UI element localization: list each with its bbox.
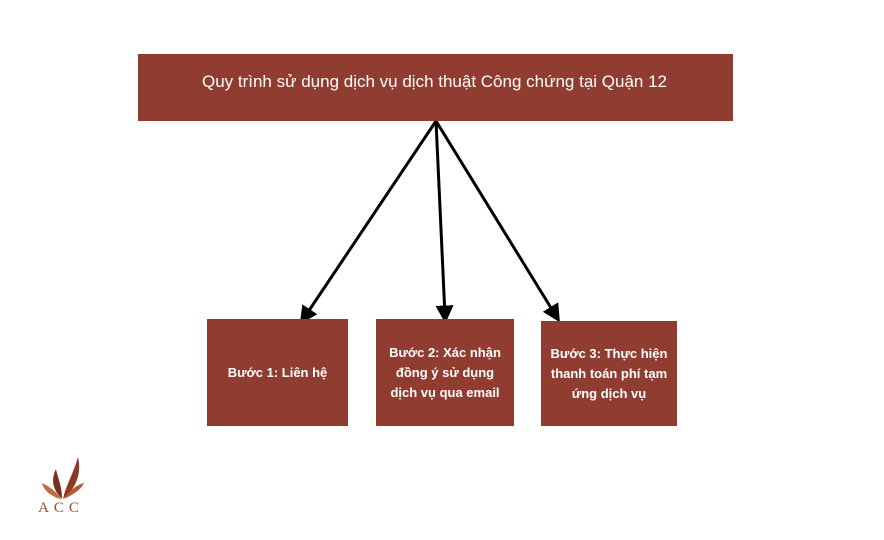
step-1-label: Bước 1: Liên hệ (227, 364, 328, 380)
step-1-box: Bước 1: Liên hệ (207, 319, 348, 426)
process-title: Quy trình sử dụng dịch vụ dịch thuật Côn… (201, 71, 668, 91)
step-2-label: Bước 2: Xác nhận đồng ý sử dụng dịch vụ … (389, 344, 501, 400)
arrow-to-step-3 (434, 120, 560, 323)
process-title-box: Quy trình sử dụng dịch vụ dịch thuật Côn… (138, 54, 733, 121)
flame-leaf-icon (42, 457, 84, 499)
arrow-to-step-1 (299, 120, 438, 325)
logo-text: ACC (38, 500, 84, 516)
arrow-to-step-2 (434, 120, 454, 324)
step-3-label: Bước 3: Thực hiện thanh toán phí tạm ứng… (550, 345, 668, 401)
step-2-box: Bước 2: Xác nhận đồng ý sử dụng dịch vụ … (376, 319, 514, 426)
step-3-box: Bước 3: Thực hiện thanh toán phí tạm ứng… (541, 321, 677, 426)
